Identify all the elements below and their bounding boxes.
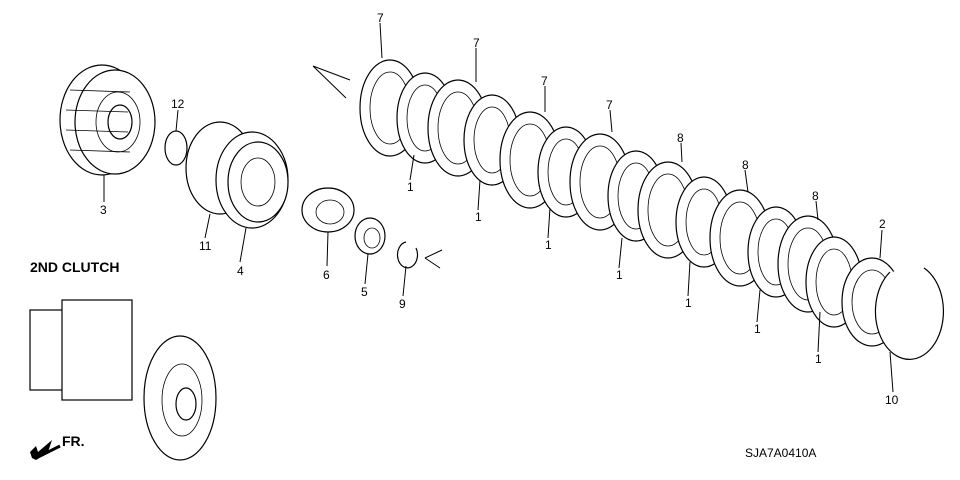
- callout-5: 5: [361, 285, 368, 299]
- callout-3: 3: [100, 203, 107, 217]
- guide-lines: [312, 65, 443, 269]
- callout-6: 6: [323, 268, 330, 282]
- return-spring: [301, 187, 355, 233]
- snap-ring-9: [396, 241, 419, 269]
- callout-9: 9: [399, 297, 406, 311]
- callout-1c: 1: [545, 238, 552, 252]
- front-label: FR.: [62, 433, 85, 449]
- callout-1e: 1: [685, 296, 692, 310]
- diagram-code: SJA7A0410A: [745, 446, 816, 460]
- callout-1b: 1: [475, 210, 482, 224]
- callout-1g: 1: [815, 352, 822, 366]
- front-arrow-icon: [30, 440, 61, 460]
- callout-4: 4: [237, 264, 244, 278]
- callout-7a: 7: [377, 11, 384, 25]
- callout-12: 12: [171, 97, 185, 111]
- callout-8a: 8: [677, 131, 684, 145]
- callout-8b: 8: [742, 158, 749, 172]
- callout-1d: 1: [616, 268, 623, 282]
- callout-1a: 1: [407, 180, 414, 194]
- section-heading: 2ND CLUTCH: [30, 259, 119, 275]
- callout-11: 11: [199, 239, 212, 253]
- clutch-plates: [359, 59, 863, 328]
- callout-7b: 7: [473, 36, 480, 50]
- snap-ring-10: [874, 267, 944, 360]
- clutch-assembly: [29, 299, 217, 461]
- callout-10: 10: [885, 393, 899, 407]
- o-ring-12: [164, 130, 188, 166]
- callout-7c: 7: [541, 74, 548, 88]
- callout-1f: 1: [754, 322, 761, 336]
- clutch-drum: [59, 64, 156, 176]
- callout-7d: 7: [606, 98, 613, 112]
- clutch-piston: [215, 131, 289, 229]
- leader-lines: [103, 22, 894, 393]
- spring-retainer: [354, 217, 386, 255]
- callout-8c: 8: [812, 189, 819, 203]
- callout-2: 2: [879, 217, 886, 231]
